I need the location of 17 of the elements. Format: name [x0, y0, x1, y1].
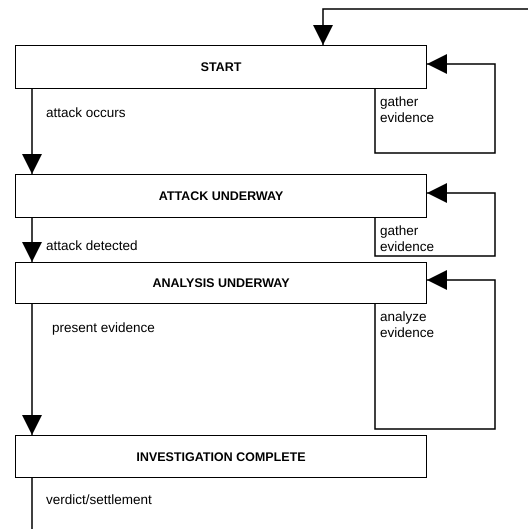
- self-loop-arrow: [374, 183, 496, 257]
- self-loop-arrow: [374, 270, 496, 430]
- state-box: [15, 435, 427, 478]
- arrow: [313, 8, 528, 45]
- state-name: ATTACK UNDERWAY: [158, 189, 284, 203]
- state-name: START: [200, 60, 242, 74]
- edge-label: present evidence: [52, 320, 155, 336]
- state-name: INVESTIGATION COMPLETE: [136, 450, 306, 464]
- self-loop-arrow: [374, 54, 496, 154]
- connector-line: [31, 478, 33, 529]
- arrow: [22, 89, 42, 174]
- arrow: [22, 304, 42, 435]
- state-box: [15, 174, 427, 218]
- state-box: [15, 45, 427, 89]
- state-box: [15, 262, 427, 304]
- arrow: [22, 218, 42, 262]
- state-name: ANALYSIS UNDERWAY: [152, 276, 290, 290]
